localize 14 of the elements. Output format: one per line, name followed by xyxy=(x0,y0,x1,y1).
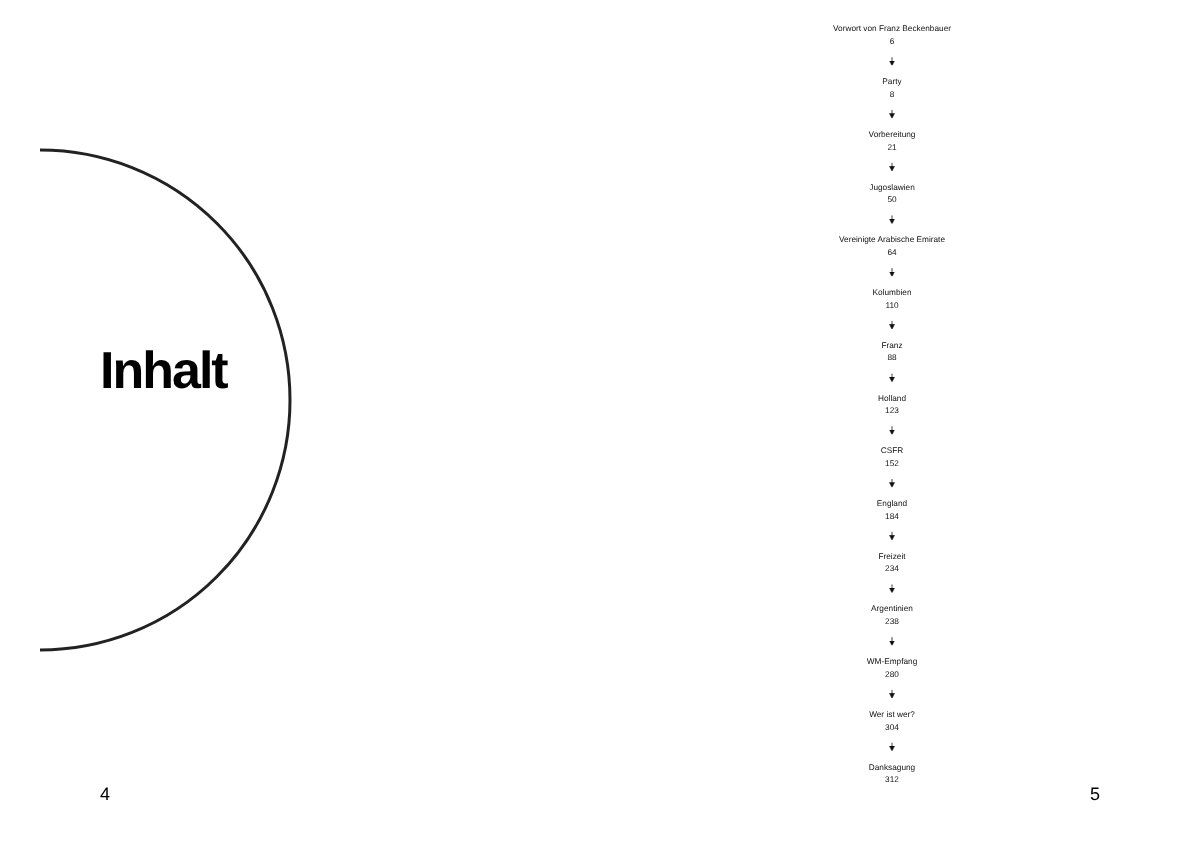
page-number: 4 xyxy=(100,784,111,804)
page-number: 5 xyxy=(1090,784,1101,804)
arrow xyxy=(889,214,895,225)
arrow xyxy=(889,530,895,541)
arrow xyxy=(889,267,895,277)
arrow xyxy=(889,583,895,594)
arrow xyxy=(889,478,895,488)
arrow xyxy=(889,109,895,119)
heading: Inhalt xyxy=(100,340,227,402)
arrow xyxy=(889,56,895,67)
arrow xyxy=(889,161,895,172)
arrow xyxy=(889,425,895,436)
arrow xyxy=(889,372,895,383)
arrow xyxy=(889,636,895,646)
